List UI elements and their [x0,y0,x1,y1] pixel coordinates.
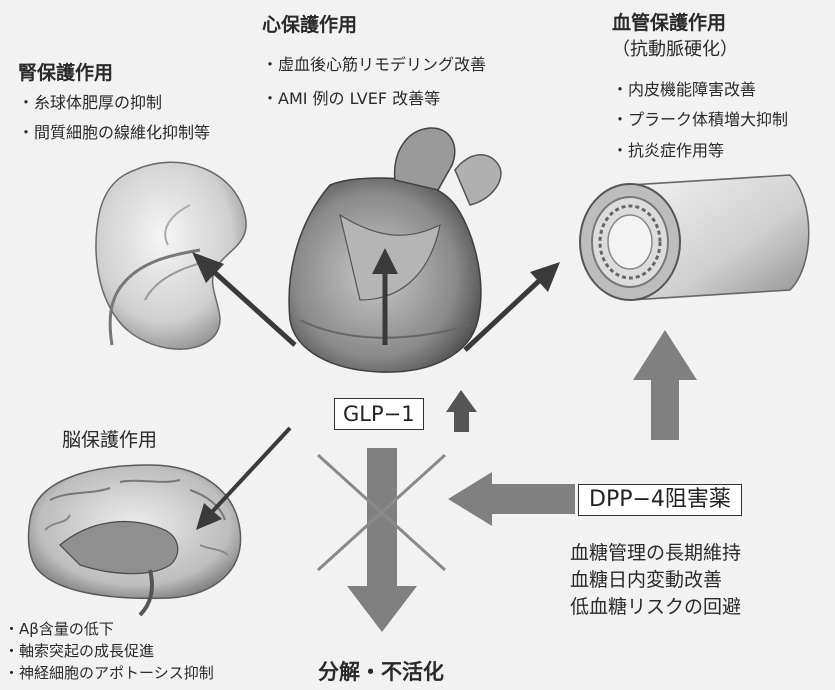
heart-bullet-1: ・虚血後心筋リモデリング改善 [262,50,486,79]
dpp4-inhibitor-box: DPP−4阻害薬 [578,484,742,516]
vessel-title: 血管保護作用 [612,8,726,35]
dpp4-inhibit-arrow [448,472,575,526]
brain-title: 脳保護作用 [62,425,157,452]
brain-illustration [29,465,241,615]
dpp4-effect-2: 血糖日内変動改善 [570,567,722,594]
brain-bullet-3: ・神経細胞のアポトーシス抑制 [4,662,214,684]
dpp4-effect-3: 低血糖リスクの回避 [570,594,741,621]
heart-illustration [289,128,501,372]
dpp4-effect-1: 血糖管理の長期維持 [570,540,741,567]
vessel-bullet-1: ・内皮機能障害改善 [612,75,756,104]
kidney-title: 腎保護作用 [18,58,113,85]
kidney-bullet-2: ・間質細胞の線維化抑制等 [18,118,210,147]
glp1-label-box: GLP−1 [334,398,424,430]
arrow-to-brain [196,428,290,530]
blood-vessel-illustration [580,175,809,300]
glp1-increase-arrow [446,390,477,432]
dpp4-to-vessel-arrow [633,330,697,440]
vessel-bullet-2: ・プラーク体積増大抑制 [612,105,788,134]
degradation-label: 分解・不活化 [318,656,444,686]
degradation-arrow [347,448,417,632]
kidney-illustration [96,162,246,349]
brain-bullet-1: ・Aβ含量の低下 [4,618,114,640]
brain-bullet-2: ・軸索突起の成長促進 [4,640,154,662]
vessel-bullet-3: ・抗炎症作用等 [612,136,724,165]
vessel-subtitle: （抗動脈硬化） [612,35,738,64]
heart-bullet-2: ・AMI 例の LVEF 改善等 [262,84,440,113]
kidney-bullet-1: ・糸球体肥厚の抑制 [18,88,162,117]
heart-title: 心保護作用 [262,10,357,37]
